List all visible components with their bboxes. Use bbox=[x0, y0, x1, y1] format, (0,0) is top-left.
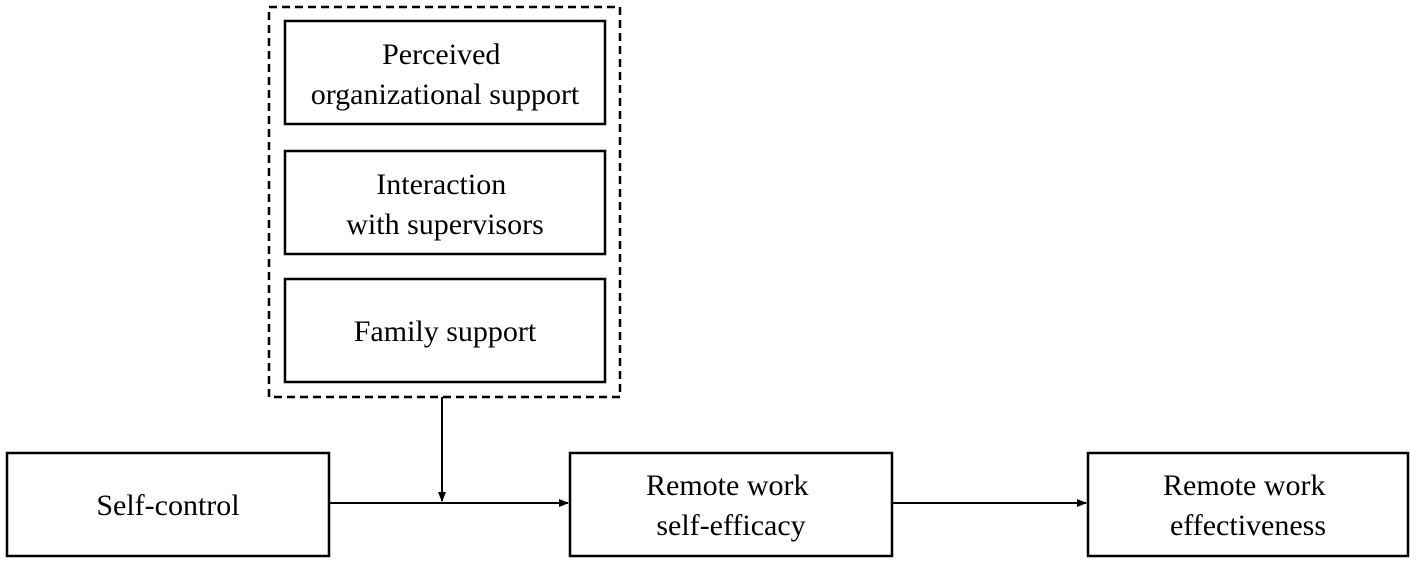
svg-text:Remote work self-efficac: Remote work self-efficacy bbox=[646, 469, 816, 542]
node-self-control-box bbox=[5, 451, 331, 558]
moderator-group-box bbox=[267, 5, 622, 399]
node-interaction-supervisors: Interaction with supervisors bbox=[283, 149, 607, 256]
node-self-efficacy-line-2: self-efficacy bbox=[656, 509, 805, 542]
node-effectiveness: Remote work effectiveness bbox=[1086, 451, 1410, 558]
node-effectiveness-line-1: Remote work bbox=[1163, 469, 1325, 502]
node-effectiveness-box bbox=[1086, 451, 1410, 558]
svg-text:Remote work effectivenes: Remote work effectiveness bbox=[1163, 469, 1333, 542]
node-organizational-support-line-1: Perceived bbox=[382, 38, 500, 71]
node-self-efficacy: Remote work self-efficacy bbox=[568, 451, 894, 558]
node-organizational-support-line-2: organizational support bbox=[311, 78, 580, 111]
node-family-support-line-1: Family support bbox=[354, 315, 537, 348]
node-organizational-support: Perceived organizational support bbox=[283, 19, 607, 126]
node-self-control-line-1: Self-control bbox=[96, 489, 239, 522]
node-interaction-supervisors-box bbox=[283, 149, 607, 256]
svg-text:Interaction with supervi: Interaction with supervisors bbox=[346, 168, 544, 241]
svg-text:Perceived organizational: Perceived organizational support bbox=[311, 38, 580, 111]
node-interaction-supervisors-line-1: Interaction bbox=[376, 168, 506, 201]
node-interaction-supervisors-line-2: with supervisors bbox=[346, 208, 544, 241]
node-effectiveness-line-2: effectiveness bbox=[1170, 509, 1326, 542]
node-organizational-support-box bbox=[283, 19, 607, 126]
svg-text:Family support: Family support bbox=[354, 315, 537, 348]
node-self-efficacy-box bbox=[568, 451, 894, 558]
node-family-support: Family support bbox=[283, 277, 607, 384]
node-family-support-box bbox=[283, 277, 607, 384]
node-self-efficacy-line-1: Remote work bbox=[646, 469, 808, 502]
node-self-control: Self-control bbox=[5, 451, 331, 558]
svg-text:Self-control: Self-control bbox=[96, 489, 239, 522]
